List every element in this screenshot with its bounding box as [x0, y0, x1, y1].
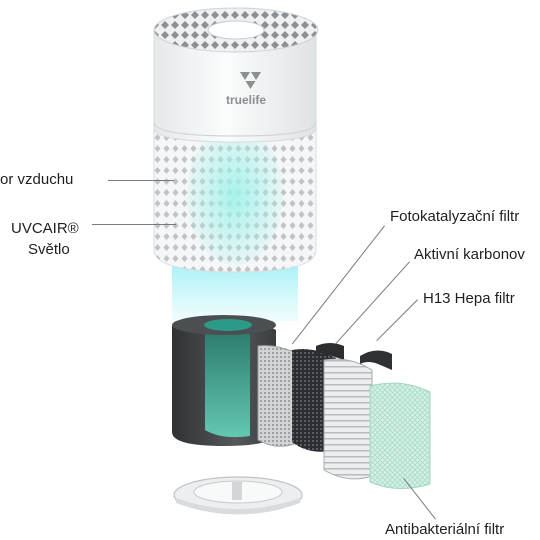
label-uv-light: Světlo — [28, 241, 70, 258]
label-carbon: Aktivní karbonov — [414, 246, 525, 263]
base-plate — [173, 476, 303, 515]
uv-core-glow — [187, 125, 283, 265]
label-photocatalytic: Fotokatalyzační filtr — [390, 208, 520, 225]
brand-logo-text: truelife — [226, 93, 267, 107]
truelife-logo-icon — [240, 72, 261, 89]
leader-line-uv — [92, 224, 176, 225]
leader-line-air-sensor — [108, 180, 174, 181]
label-hepa: H13 Hepa filtr — [423, 290, 515, 307]
upper-housing — [153, 29, 317, 143]
photocatalytic-filter — [257, 345, 295, 447]
antibacterial-filter — [369, 382, 431, 489]
label-air-sensor: or vzduchu — [0, 171, 74, 188]
pre-filter — [172, 315, 276, 446]
label-uv-brand: UVCAIR® — [11, 220, 79, 237]
label-antibacterial: Antibakteriální filtr — [385, 521, 505, 538]
